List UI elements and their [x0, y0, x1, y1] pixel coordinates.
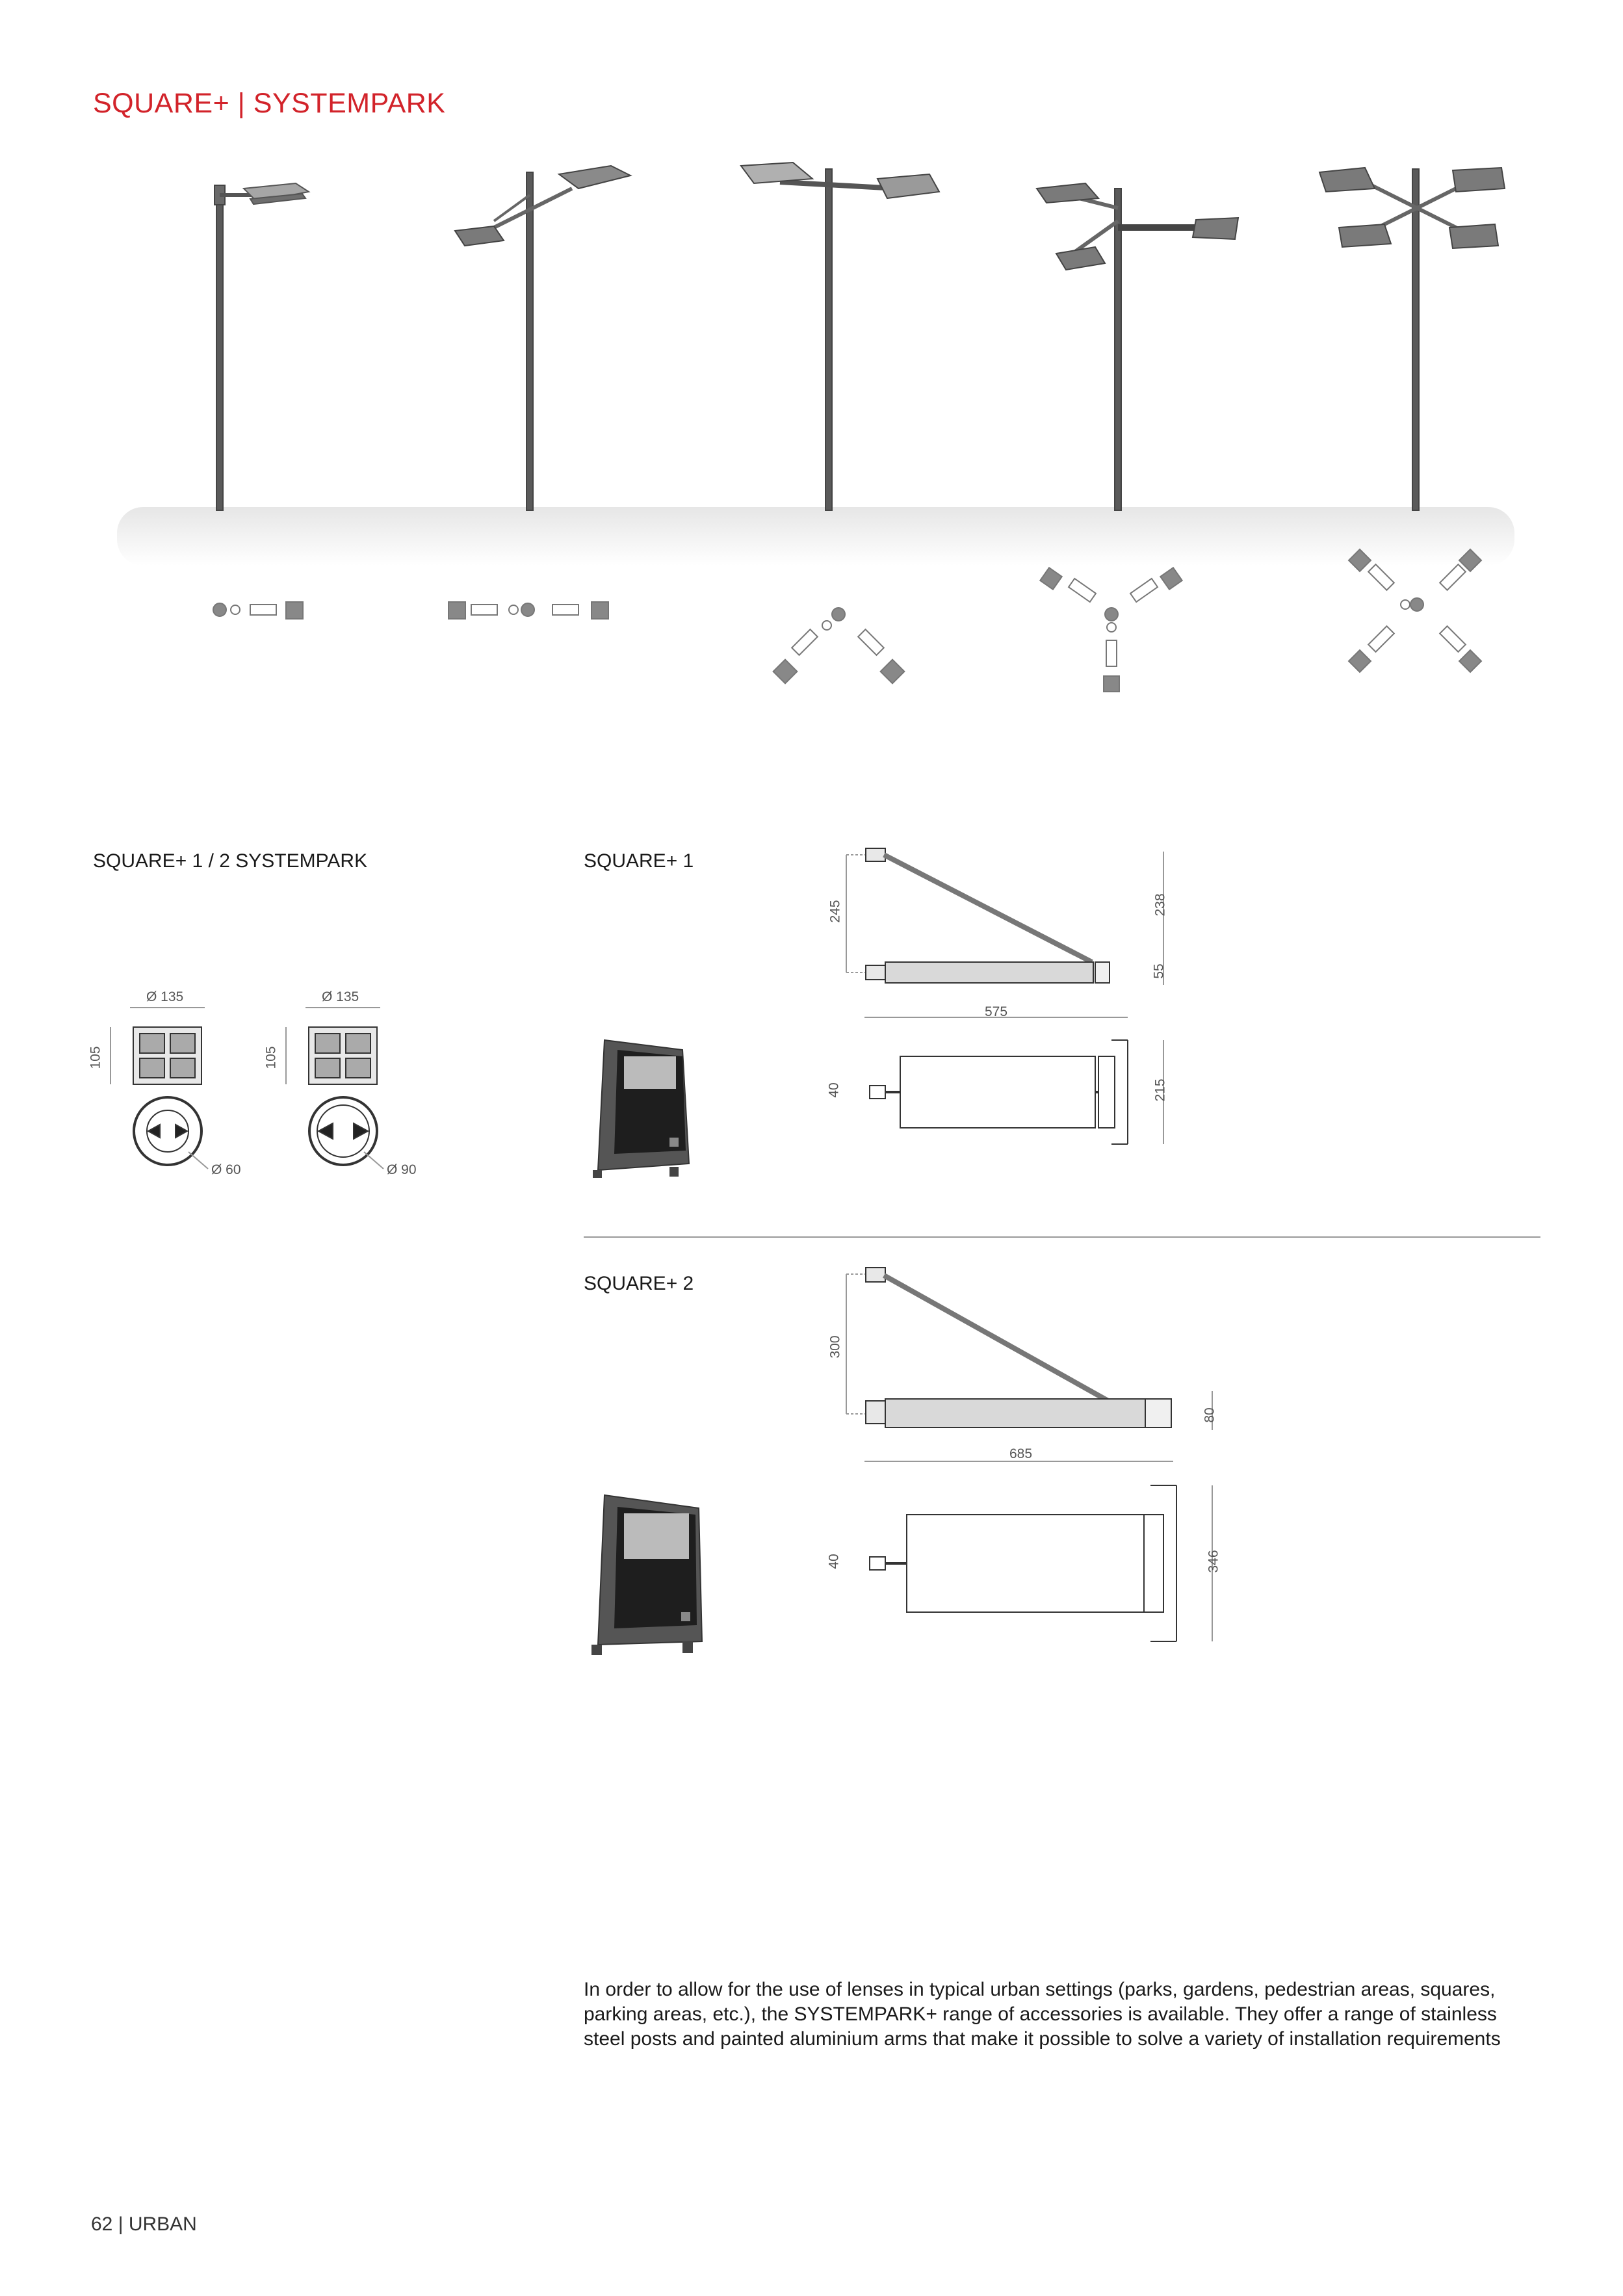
- left-width-dim: Ø 135: [146, 989, 184, 1004]
- left-bore-dim: Ø 60: [211, 1162, 241, 1177]
- square1-height-bar: 55: [1151, 963, 1167, 979]
- pole-3-arm-90: [740, 161, 941, 511]
- page-footer: 62 | URBAN: [91, 2213, 197, 2235]
- square2-top-width: 40: [826, 1554, 842, 1569]
- configuration-plan-icons: [213, 548, 1483, 692]
- pole-2-arm-180: [454, 164, 632, 511]
- square2-top-height: 346: [1206, 1550, 1221, 1573]
- square2-length: 685: [1009, 1446, 1033, 1461]
- poles-illustration: [214, 161, 1506, 511]
- square1-length: 575: [985, 1004, 1008, 1019]
- square1-top-width: 40: [826, 1082, 842, 1098]
- square1-height-total: 245: [827, 900, 843, 923]
- description-paragraph: In order to allow for the use of lenses …: [584, 1979, 1501, 2050]
- square1-top-height: 215: [1152, 1078, 1168, 1102]
- section-divider: [584, 1236, 1540, 1238]
- pole-4-arm: [1318, 166, 1506, 511]
- page-title: SQUARE+ | SYSTEMPARK: [93, 88, 446, 119]
- left-height-dim: 105: [88, 1046, 103, 1069]
- systempark-base-drawings: [110, 1007, 384, 1169]
- heading-systempark-bases: SQUARE+ 1 / 2 SYSTEMPARK: [93, 850, 368, 872]
- right-width-dim: Ø 135: [322, 989, 359, 1004]
- pole-3-arm: [1035, 182, 1240, 511]
- square2-height-total: 300: [827, 1335, 843, 1359]
- heading-square1: SQUARE+ 1: [584, 850, 694, 872]
- right-bore-dim: Ø 90: [387, 1162, 417, 1177]
- pole-1-arm: [214, 182, 311, 511]
- square1-height-arm: 238: [1152, 893, 1168, 917]
- square1-technical-drawing: [846, 848, 1164, 1145]
- square2-luminaire-image: [591, 1494, 703, 1655]
- square1-luminaire-image: [593, 1039, 690, 1178]
- square2-technical-drawing: [846, 1267, 1213, 1642]
- square2-height-bar: 80: [1202, 1407, 1217, 1423]
- right-height-dim: 105: [263, 1046, 279, 1069]
- heading-square2: SQUARE+ 2: [584, 1273, 694, 1294]
